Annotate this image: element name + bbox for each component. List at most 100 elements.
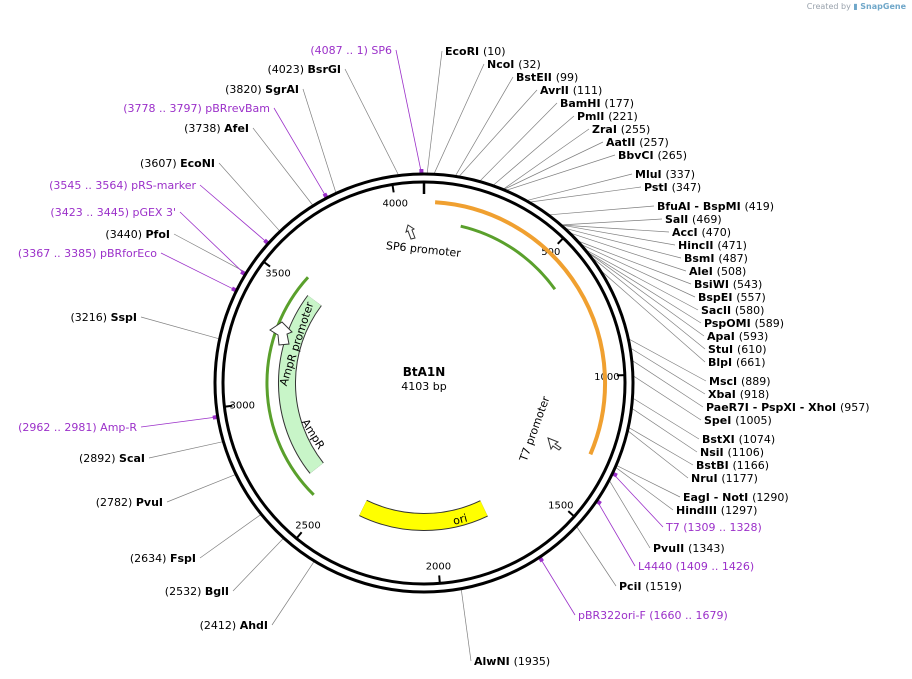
- leader-line: [633, 376, 702, 421]
- tick-mark: [295, 531, 303, 540]
- enzyme-position: (99): [556, 71, 579, 84]
- enzyme-label: EagI - NotI (1290): [683, 491, 789, 504]
- backbone-outer-strand: [213, 172, 635, 594]
- leader-line: [173, 233, 246, 273]
- tick-mark: [391, 184, 395, 193]
- enzyme-label: (3440) PfoI: [105, 228, 170, 241]
- leader-line: [576, 526, 617, 587]
- primer-leader-line: [140, 416, 217, 428]
- enzyme-label: NcoI (32): [487, 58, 541, 71]
- leader-line: [530, 186, 642, 203]
- enzyme-name: BstEII: [516, 71, 556, 84]
- enzyme-position: (508): [717, 265, 747, 278]
- leader-lines: [140, 49, 707, 662]
- enzyme-name: AlwNI: [474, 655, 514, 668]
- enzyme-position: (3607): [140, 157, 180, 170]
- enzyme-label: (3820) SgrAI: [225, 83, 299, 96]
- enzyme-position: (1343): [688, 542, 725, 555]
- tick-label: 1500: [548, 501, 573, 512]
- enzyme-name: NruI: [691, 472, 721, 485]
- enzyme-position: (1074): [739, 433, 776, 446]
- enzyme-name: NsiI: [700, 446, 727, 459]
- primer-label: T7 (1309 .. 1328): [665, 521, 762, 534]
- enzyme-label: ZraI (255): [592, 123, 650, 136]
- leader-line: [616, 465, 681, 498]
- watermark-prefix: Created by: [806, 2, 851, 11]
- plasmid-name: BtA1N: [403, 365, 446, 379]
- leader-line: [148, 441, 223, 459]
- enzyme-label: NsiI (1106): [700, 446, 764, 459]
- tick-label: 3000: [230, 401, 255, 412]
- enzyme-label: SacII (580): [701, 304, 764, 317]
- enzyme-name: SspI: [111, 311, 137, 324]
- enzyme-name: SpeI: [704, 414, 735, 427]
- enzyme-name: ApaI: [707, 330, 739, 343]
- leader-line: [232, 538, 284, 592]
- leader-line: [199, 514, 261, 559]
- primer-leader-line: [597, 501, 636, 567]
- enzyme-position: (470): [701, 226, 731, 239]
- watermark: Created by ▮ SnapGene: [807, 2, 906, 11]
- leader-line: [630, 348, 706, 395]
- enzyme-name: AleI: [689, 265, 717, 278]
- enzyme-label: AatII (257): [606, 136, 669, 149]
- enzyme-name: AhdI: [240, 619, 268, 632]
- tick-mark: [557, 237, 565, 245]
- leader-line: [562, 224, 676, 246]
- enzyme-label: MluI (337): [635, 168, 695, 181]
- enzyme-name: SalI: [665, 213, 692, 226]
- enzyme-position: (2782): [96, 496, 136, 509]
- leader-line: [562, 218, 663, 226]
- feature-label: T7 promoter: [517, 394, 553, 464]
- enzyme-label: BbvCI (265): [618, 149, 687, 162]
- primer-label: (3778 .. 3797) pBRrevBam: [123, 102, 270, 115]
- leader-line: [503, 128, 590, 190]
- enzyme-name: EcoNI: [180, 157, 215, 170]
- tick-label: 2000: [426, 561, 451, 572]
- enzyme-position: (265): [657, 149, 687, 162]
- enzyme-name: PstI: [644, 181, 672, 194]
- enzyme-label: (2782) PvuI: [96, 496, 163, 509]
- primer-label: (3367 .. 3385) pBRforEco: [18, 247, 157, 260]
- enzyme-label: PaeR7I - PspXI - XhoI (957): [706, 401, 870, 414]
- enzyme-name: BbvCI: [618, 149, 657, 162]
- leader-line: [586, 250, 699, 311]
- enzyme-name: AfeI: [224, 122, 249, 135]
- enzyme-position: (2634): [130, 552, 170, 565]
- feature-layer: [265, 200, 607, 531]
- leader-line: [302, 88, 337, 193]
- enzyme-name: PvuI: [136, 496, 163, 509]
- enzyme-position: (177): [604, 97, 634, 110]
- enzyme-name: HincII: [678, 239, 717, 252]
- leader-line: [589, 253, 705, 337]
- enzyme-position: (1177): [721, 472, 758, 485]
- enzyme-label: (2892) ScaI: [79, 452, 145, 465]
- enzyme-label: (3738) AfeI: [184, 122, 249, 135]
- enzyme-name: PspOMI: [704, 317, 755, 330]
- enzyme-position: (589): [755, 317, 785, 330]
- primer-leader-line: [539, 557, 576, 616]
- primer-leader-line: [395, 49, 422, 174]
- tick-mark: [438, 575, 441, 584]
- tick-mark: [263, 260, 271, 268]
- primer-leader-line: [273, 107, 327, 198]
- enzyme-label: PspOMI (589): [704, 317, 784, 330]
- leader-line: [344, 68, 399, 175]
- enzyme-name: BlpI: [708, 356, 736, 369]
- enzyme-label: BstXI (1074): [702, 433, 775, 446]
- enzyme-name: PfoI: [146, 228, 171, 241]
- enzyme-name: SacII: [701, 304, 735, 317]
- leader-line: [566, 228, 682, 259]
- enzyme-position: (610): [737, 343, 767, 356]
- leader-line: [218, 162, 280, 231]
- enzyme-name: FspI: [170, 552, 196, 565]
- enzyme-name: ScaI: [119, 452, 145, 465]
- leader-line: [549, 205, 655, 216]
- enzyme-position: (1519): [645, 580, 682, 593]
- leader-line: [633, 398, 700, 440]
- primer-label: (3423 .. 3445) pGEX 3': [50, 206, 176, 219]
- primer-leader-line: [613, 473, 664, 528]
- leader-line: [493, 115, 575, 186]
- enzyme-position: (3216): [70, 311, 110, 324]
